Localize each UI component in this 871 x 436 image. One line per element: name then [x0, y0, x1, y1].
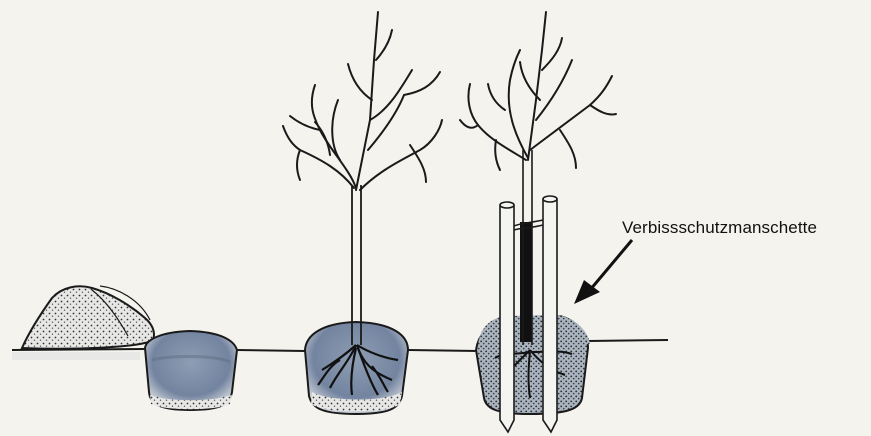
empty-planting-hole	[145, 331, 237, 410]
planted-tree	[283, 12, 442, 414]
sleeve-label: Verbissschutzmanschette	[622, 218, 817, 238]
bite-protection-sleeve	[520, 222, 532, 342]
pointer-arrow	[574, 240, 632, 304]
tree-crown	[283, 12, 442, 190]
tree-crown	[460, 12, 616, 170]
staked-tree-with-guard	[460, 12, 616, 432]
soil-heap	[22, 286, 154, 349]
